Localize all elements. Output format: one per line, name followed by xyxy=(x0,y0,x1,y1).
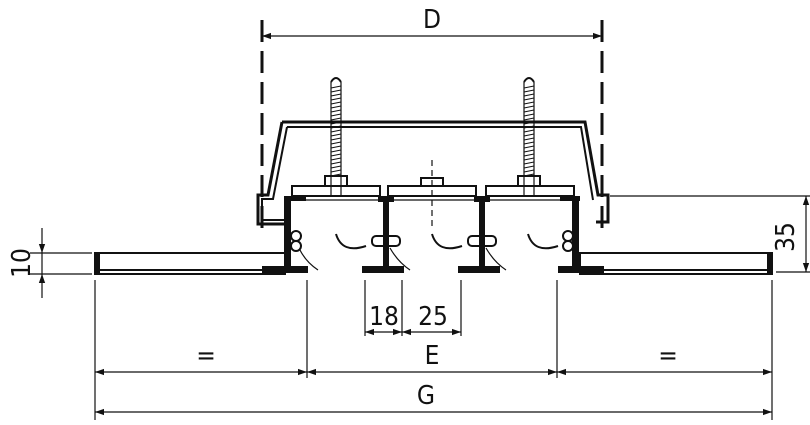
dim-label-flange-thickness: 10 xyxy=(7,248,37,278)
dim-label-e: E xyxy=(425,341,440,371)
face-flange-right xyxy=(579,252,773,275)
dim-label-g: G xyxy=(417,381,435,411)
extension-lines xyxy=(30,195,810,420)
mounting-frame xyxy=(256,120,610,226)
damper-blades xyxy=(335,233,559,250)
duct-outline xyxy=(260,20,604,232)
dim-label-equal-left: = xyxy=(196,341,216,371)
dim-label-blade-width: 18 xyxy=(369,302,399,332)
dim-label-blade-pitch: 25 xyxy=(418,302,448,332)
threaded-rod-left xyxy=(324,77,348,196)
dim-label-d: D xyxy=(423,5,441,35)
intermediate-profile-2 xyxy=(458,196,507,273)
side-profile-left xyxy=(262,196,319,273)
dim-label-height: 35 xyxy=(771,222,801,252)
threaded-rod-right xyxy=(517,77,541,196)
face-flange-left xyxy=(94,252,286,275)
intermediate-profile-1 xyxy=(362,196,411,273)
dim-label-equal-right: = xyxy=(658,341,678,371)
